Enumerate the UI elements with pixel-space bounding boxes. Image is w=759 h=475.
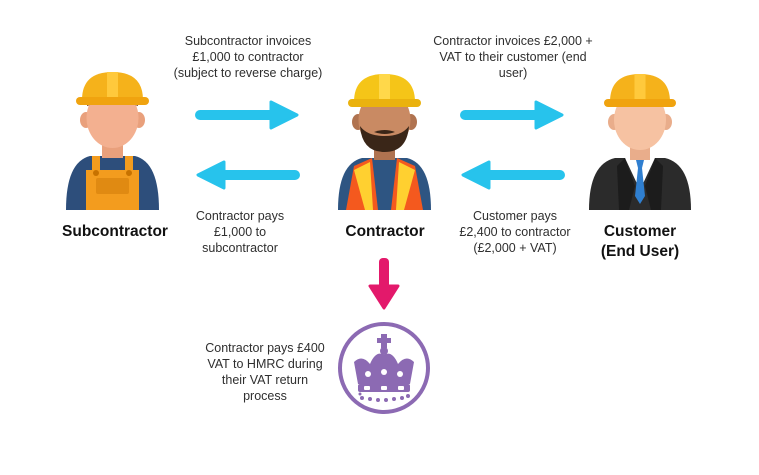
worker-orange-overalls-icon <box>66 72 159 210</box>
worker-hi-vis-vest-icon <box>338 74 431 210</box>
customer-pays-caption: Customer pays £2,400 to contractor (£2,0… <box>459 209 571 255</box>
arrow-contractor-to-sub <box>196 160 300 190</box>
businessman-hard-hat-icon <box>589 74 691 210</box>
contractor-pays-subcontractor-caption: Contractor pays £1,000 to subcontractor <box>195 209 285 255</box>
hmrc-payment-caption: Contractor pays £400 VAT to HMRC during … <box>205 341 325 403</box>
customer-label: Customer (End User) <box>600 223 680 260</box>
hmrc-crown-icon <box>338 322 430 414</box>
contractor-label: Contractor <box>345 223 425 240</box>
arrow-customer-to-contractor <box>461 160 565 190</box>
subcontractor-invoice-caption: Subcontractor invoices £1,000 to contrac… <box>173 34 323 80</box>
contractor-invoice-caption: Contractor invoices £2,000 + VAT to thei… <box>433 34 593 80</box>
arrow-contractor-to-customer <box>460 100 564 130</box>
arrow-sub-to-contractor <box>195 100 299 130</box>
arrow-vat-to-hmrc <box>368 258 400 310</box>
subcontractor-label: Subcontractor <box>62 223 168 240</box>
